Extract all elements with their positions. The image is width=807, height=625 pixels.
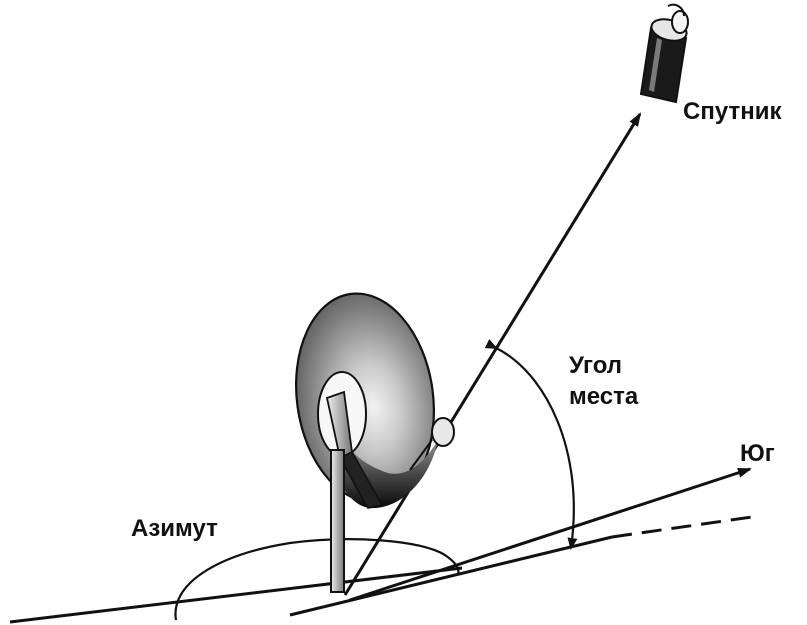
azimuth-ellipse xyxy=(174,538,460,621)
horizon-line-dashed xyxy=(611,515,753,539)
satellite-icon xyxy=(639,3,689,104)
south-label: Юг xyxy=(740,440,775,467)
horizon-line xyxy=(289,535,613,617)
elevation-angle-arc xyxy=(484,339,578,550)
azimuth-label: Азимут xyxy=(131,515,218,542)
satellite-label: Спутник xyxy=(683,98,782,125)
ground-line xyxy=(9,566,463,624)
satellite-dish-icon xyxy=(294,292,455,593)
elevation-label-line1: Угол xyxy=(569,352,622,379)
elevation-label-line2: места xyxy=(569,383,639,410)
